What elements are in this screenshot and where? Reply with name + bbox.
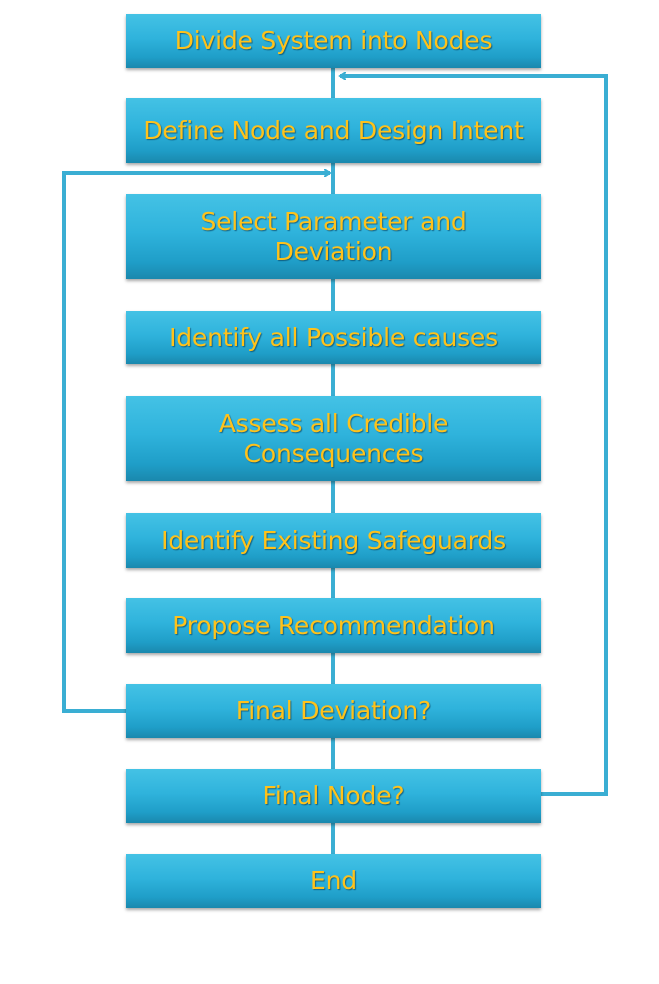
step-label: Select Parameter and Deviation — [200, 206, 467, 266]
step-divide-system: Divide System into Nodes — [126, 14, 541, 68]
step-label: Final Deviation? — [235, 696, 432, 725]
step-label: Final Node? — [262, 781, 405, 810]
step-final-deviation: Final Deviation? — [126, 684, 541, 738]
step-label: Assess all Credible Consequences — [218, 408, 449, 468]
step-end: End — [126, 854, 541, 908]
loop-final-deviation-to-select — [62, 173, 330, 713]
loop-final-node-to-define — [340, 76, 608, 796]
step-label: End — [310, 866, 357, 895]
step-label: Propose Recommendation — [172, 610, 495, 640]
step-label: Identify all Possible causes — [169, 322, 498, 352]
step-assess-consequences: Assess all Credible Consequences — [126, 396, 541, 481]
step-select-parameter: Select Parameter and Deviation — [126, 194, 541, 279]
step-label: Define Node and Design Intent — [143, 115, 524, 145]
step-final-node: Final Node? — [126, 769, 541, 823]
step-label: Identify Existing Safeguards — [161, 525, 506, 555]
step-propose-recommendation: Propose Recommendation — [126, 598, 541, 653]
step-identify-causes: Identify all Possible causes — [126, 311, 541, 364]
step-define-node: Define Node and Design Intent — [126, 98, 541, 163]
step-label: Divide System into Nodes — [174, 26, 493, 55]
step-identify-safeguards: Identify Existing Safeguards — [126, 513, 541, 568]
